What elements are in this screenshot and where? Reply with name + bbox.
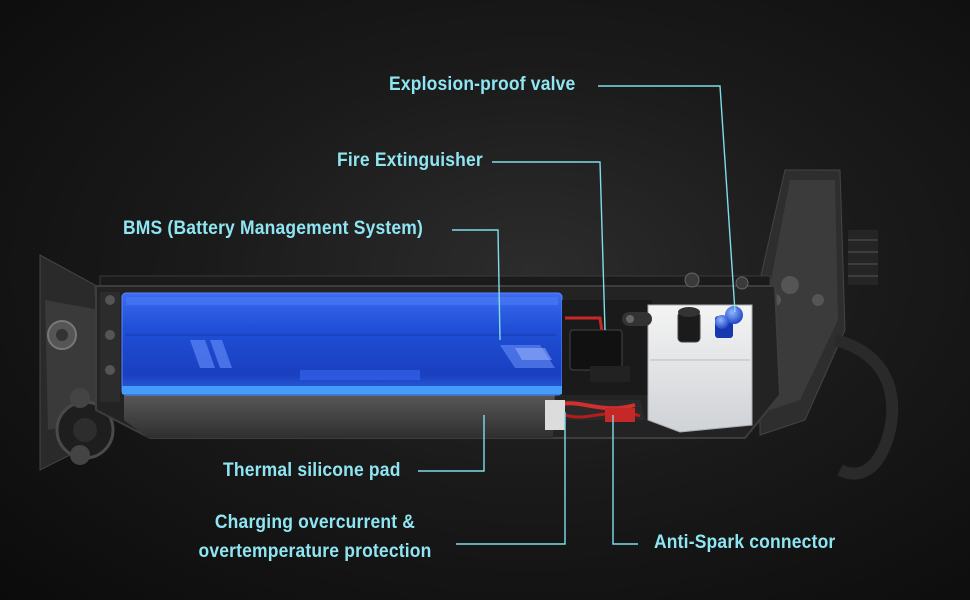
callout-charging-protection: Charging overcurrent & overtemperature p… <box>191 512 439 564</box>
callout-bms: BMS (Battery Management System) <box>123 218 424 239</box>
scooter-right-mechanics <box>759 169 899 480</box>
callout-charging-protection-line1: Charging overcurrent & <box>214 512 416 533</box>
leader-line-anti-spark <box>612 415 638 545</box>
leader-line-explosion-valve <box>598 85 736 313</box>
leader-line-bms <box>452 229 501 341</box>
valve-connectors <box>677 272 749 343</box>
callout-explosion-proof-valve: Explosion-proof valve <box>389 74 576 95</box>
battery-pack <box>121 292 563 396</box>
callout-charging-protection-line2: overtemperature protection <box>198 540 432 562</box>
leader-line-charging-protection <box>456 412 566 545</box>
thermal-pad <box>124 392 555 438</box>
scooter-left-mechanics <box>39 254 115 471</box>
leader-line-thermal-pad <box>418 415 485 472</box>
callout-fire-extinguisher: Fire Extinguisher <box>337 150 483 171</box>
leader-line-fire-extinguisher <box>492 161 606 331</box>
callout-thermal-silicone-pad: Thermal silicone pad <box>223 460 401 481</box>
callout-anti-spark-connector: Anti-Spark connector <box>654 532 836 553</box>
